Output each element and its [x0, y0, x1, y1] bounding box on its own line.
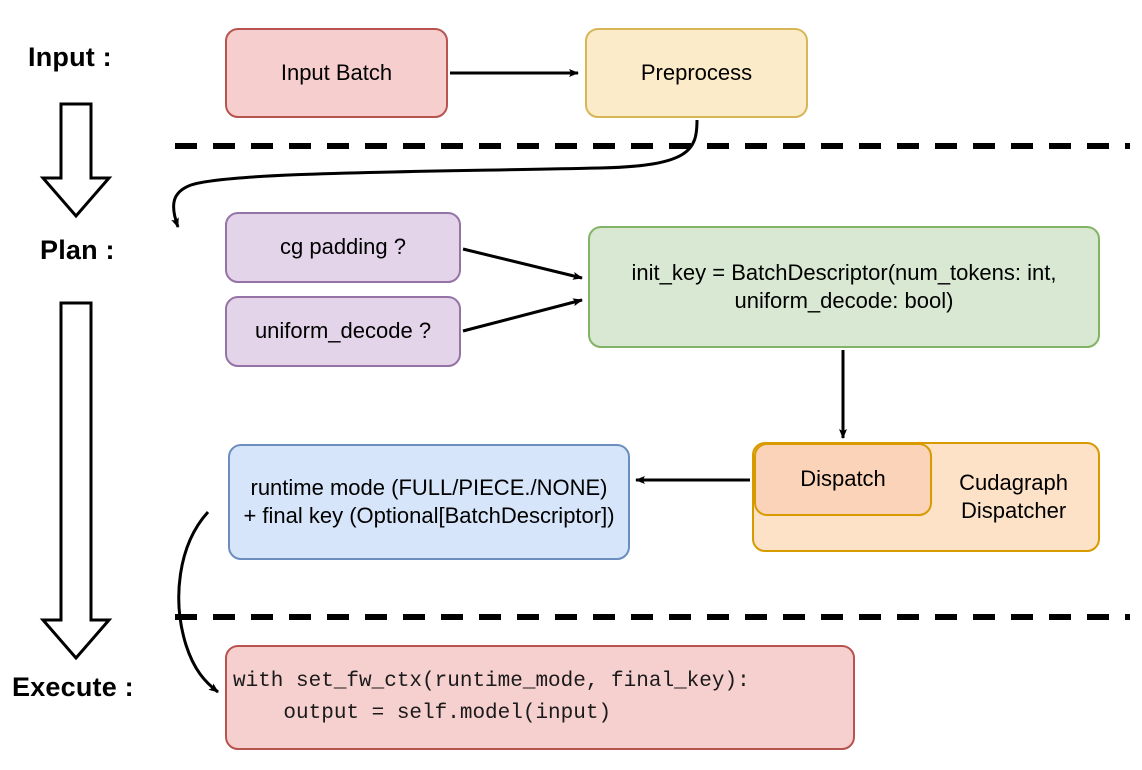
node-preprocess-label: Preprocess: [640, 59, 753, 85]
node-dispatch[interactable]: Dispatch: [754, 443, 932, 516]
node-input-batch[interactable]: Input Batch: [225, 28, 448, 118]
connector-uniform-decode-to-init-key: [462, 298, 583, 333]
node-execute-code[interactable]: with set_fw_ctx(runtime_mode, final_key)…: [225, 645, 855, 750]
node-input-batch-label: Input Batch: [280, 59, 393, 85]
node-cg-padding-label: cg padding ?: [280, 234, 406, 260]
stage-arrow-input-to-plan: [39, 102, 113, 219]
stage-label-plan: Plan :: [40, 235, 115, 265]
node-init-key-label: init_key = BatchDescriptor(num_tokens: i…: [631, 259, 1057, 313]
connector-preprocess-to-cg-padding: [171, 119, 699, 228]
node-init-key[interactable]: init_key = BatchDescriptor(num_tokens: i…: [588, 226, 1100, 348]
connector-runtime-mode-to-execute-code: [177, 510, 219, 694]
node-dispatch-label: Dispatch: [800, 466, 886, 492]
connector-cg-padding-to-init-key: [462, 247, 583, 280]
stage-arrow-plan-to-execute: [39, 301, 113, 661]
node-preprocess[interactable]: Preprocess: [585, 28, 808, 118]
node-execute-code-label: with set_fw_ctx(runtime_mode, final_key)…: [233, 670, 750, 725]
stage-label-input: Input :: [28, 42, 112, 72]
node-runtime-mode[interactable]: runtime mode (FULL/PIECE./NONE) + final …: [228, 444, 630, 560]
node-cg-padding[interactable]: cg padding ?: [225, 212, 461, 283]
node-runtime-mode-label: runtime mode (FULL/PIECE./NONE) + final …: [243, 474, 615, 528]
stage-label-execute: Execute :: [12, 672, 134, 702]
node-cudagraph-dispatcher-label: Cudagraph Dispatcher: [959, 469, 1068, 523]
node-uniform-decode-label: uniform_decode ?: [254, 318, 432, 344]
node-uniform-decode[interactable]: uniform_decode ?: [225, 296, 461, 367]
